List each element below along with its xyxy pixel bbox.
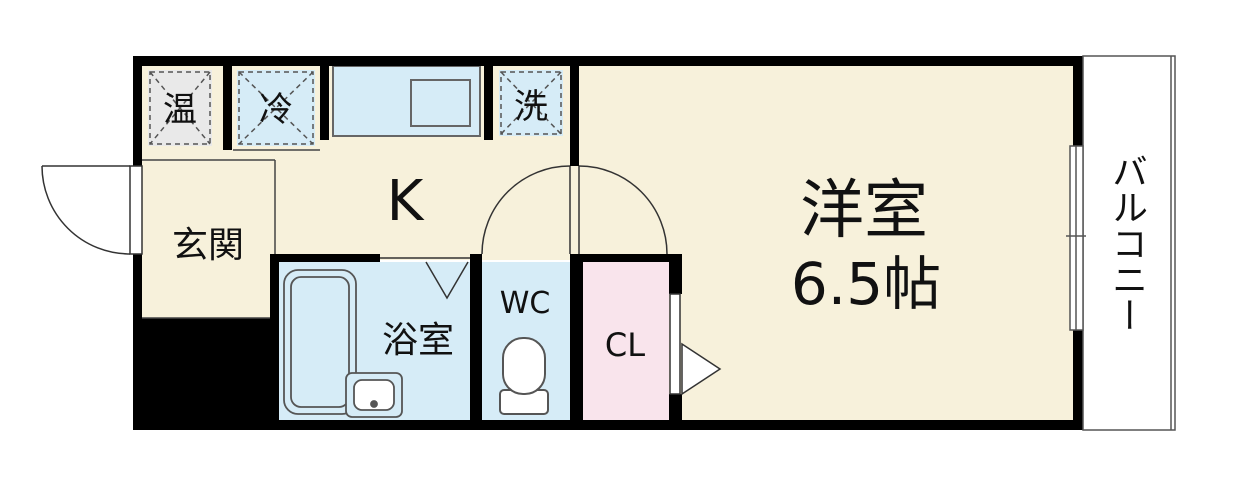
- fridge-area: [237, 70, 315, 146]
- balcony-window: [1066, 145, 1086, 331]
- toilet-label: WC: [500, 286, 551, 321]
- washer-label: 洗: [514, 87, 548, 127]
- toilet-door: [481, 165, 571, 255]
- thin-lines: [142, 149, 320, 319]
- entrance-floor: [141, 160, 275, 318]
- walls: [133, 56, 1083, 430]
- toilet-icon: [499, 337, 549, 415]
- sink-basin: [410, 79, 471, 127]
- fridge-label: 冷: [259, 90, 293, 130]
- closet-door: [669, 293, 722, 396]
- closet-label: CL: [605, 326, 645, 364]
- fridge-icon: [238, 71, 314, 145]
- washbasin-icon: [345, 372, 403, 418]
- western-room-label: 洋室: [800, 174, 928, 248]
- water-heater-label: 温: [163, 90, 197, 130]
- entrance-label: 玄関: [172, 225, 244, 266]
- balcony-area: [1082, 55, 1176, 431]
- closet-floor: [583, 262, 669, 420]
- balcony-label: バルコニー: [1106, 153, 1147, 333]
- bathtub-icon: [283, 269, 357, 415]
- washer-icon: [500, 71, 562, 135]
- room-door: [578, 165, 668, 255]
- bathroom-door: [380, 257, 470, 300]
- entrance-door: [41, 165, 143, 255]
- water-heater-icon: [149, 71, 211, 145]
- bathroom-label: 浴室: [382, 320, 454, 361]
- kitchen-label: K: [387, 169, 425, 234]
- western-room-size: 6.5帖: [791, 250, 941, 318]
